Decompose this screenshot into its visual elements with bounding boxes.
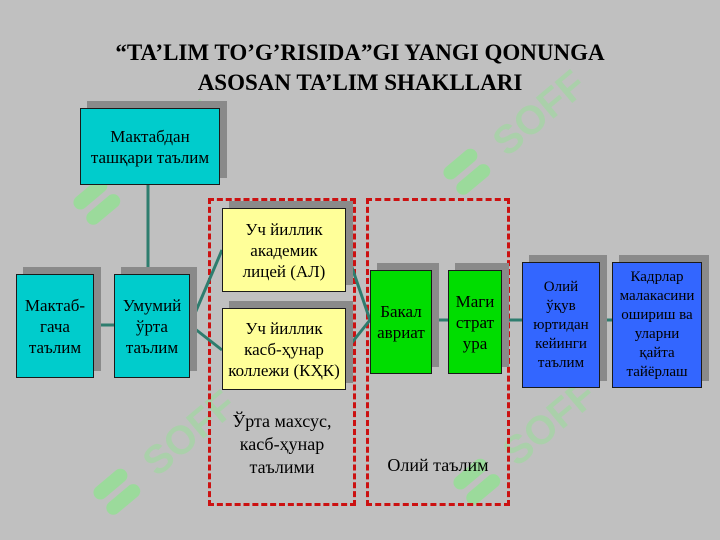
node-preschool-label: Мактаб- гача таълим (24, 295, 86, 357)
node-vocational-college-label: Уч йиллик касб-ҳунар коллежи (КҲК) (228, 318, 340, 380)
connector-general-lyceum (188, 249, 224, 326)
node-general-secondary: Умумий ўрта таълим (114, 274, 190, 378)
higher-education-group-label: Олий таълим (387, 455, 489, 475)
page-title: “TA’LIM TO’G’RISIDA”GI YANGI QONUNGA ASO… (0, 38, 720, 98)
node-postgraduate-label: Олий ўқув юртидан кейинги таълим (533, 278, 589, 371)
node-academic-lyceum: Уч йиллик академик лицей (АЛ) (222, 208, 346, 292)
node-preschool: Мактаб- гача таълим (16, 274, 94, 378)
node-bachelor: Бакал авриат (370, 270, 432, 374)
node-academic-lyceum-label: Уч йиллик академик лицей (АЛ) (242, 219, 326, 281)
connector-college-bachelor (344, 319, 372, 351)
connector-general-college (189, 323, 223, 352)
title-line-1: “TA’LIM TO’G’RISIDA”GI YANGI QONUNGA (115, 40, 605, 65)
node-postgraduate: Олий ўқув юртидан кейинги таълим (522, 262, 600, 388)
node-vocational-college: Уч йиллик касб-ҳунар коллежи (КҲК) (222, 308, 346, 390)
higher-education-group (366, 198, 510, 506)
node-bachelor-label: Бакал авриат (377, 302, 425, 342)
node-retraining-label: Кадрлар малакасини ошириш ва уларни қайт… (619, 269, 695, 380)
secondary-special-group (208, 198, 356, 506)
node-extracurricular: Мактабдан ташқари таълим (80, 108, 220, 185)
node-master-label: Маги страт ура (455, 291, 495, 353)
title-line-2: ASOSAN TA’LIM SHAKLLARI (197, 70, 523, 95)
node-master: Маги страт ура (448, 270, 502, 374)
node-general-secondary-label: Умумий ўрта таълим (122, 295, 182, 357)
node-retraining: Кадрлар малакасини ошириш ва уларни қайт… (612, 262, 702, 388)
node-extracurricular-label: Мактабдан ташқари таълим (90, 126, 210, 167)
connector-lyceum-bachelor (344, 249, 372, 321)
secondary-special-group-label: Ўрта махсус, касб-ҳунар таълими (232, 411, 332, 477)
